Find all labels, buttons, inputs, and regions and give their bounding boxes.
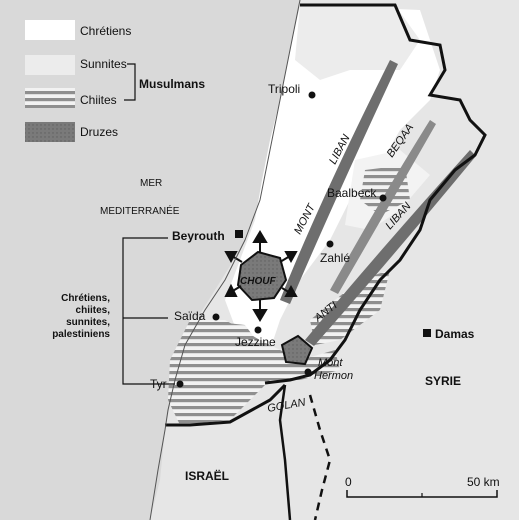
city-label-hermon: Hermon [314, 370, 353, 382]
annotation-line-1: Chrétiens, [61, 293, 110, 304]
legend-swatch-chretiens [25, 20, 75, 40]
city-label-jezzine: Jezzine [235, 335, 276, 349]
ridge-beqaa [330, 120, 436, 294]
region-druzes-hermon [280, 334, 314, 366]
annotation-line-4: palestiniens [52, 329, 110, 340]
region-sunnites-north [295, 5, 420, 80]
border-lebanon-israel [165, 383, 287, 427]
city-marker-saida [212, 313, 220, 321]
coastline [149, 0, 301, 520]
city-marker-baalbeck [379, 194, 387, 202]
legend-chiites-label: Chiites [80, 93, 117, 107]
city-marker-jezzine [254, 326, 262, 334]
label-mer: MER [140, 178, 162, 189]
legend-swatch-chiites [25, 88, 75, 108]
legend-druzes-label: Druzes [80, 125, 118, 139]
city-label-saida: Saïda [174, 309, 206, 323]
scale-zero: 0 [345, 475, 352, 489]
city-label-zahle: Zahlé [320, 251, 350, 265]
annotation-line-2: chiites, [76, 305, 111, 316]
legend-sunnites-label: Sunnites [80, 57, 127, 71]
legend-bracket [124, 63, 136, 101]
border-lebanon-syria [264, 3, 487, 385]
legend: Chrétiens Sunnites Chiites Musulmans Dru… [25, 20, 205, 142]
city-marker-mont-hermon [304, 368, 312, 376]
city-marker-tripoli [308, 91, 316, 99]
border-golan [278, 384, 292, 520]
label-syrie: SYRIE [425, 374, 461, 388]
scale-max: 50 km [467, 475, 500, 489]
legend-musulmans-label: Musulmans [139, 77, 205, 91]
label-mediterranee: MEDITERRANÉE [100, 204, 180, 217]
ridge-mont-liban [280, 60, 398, 304]
city-label-damas: Damas [435, 327, 475, 341]
region-label-chouf: CHOUF [240, 276, 276, 287]
city-marker-zahle [326, 240, 334, 248]
chouf-arrows [224, 230, 298, 322]
legend-swatch-sunnites [25, 55, 75, 75]
ridge-anti-liban [305, 150, 476, 346]
annotation-line-3: sunnites, [66, 317, 110, 328]
scale-bar: 0 50 km [345, 475, 500, 498]
city-label-mont: Mont [318, 357, 343, 369]
region-chiites-coast [200, 320, 260, 360]
legend-chretiens-label: Chrétiens [80, 24, 131, 38]
city-label-beyrouth: Beyrouth [172, 229, 225, 243]
city-label-tripoli: Tripoli [268, 82, 300, 96]
city-label-baalbeck: Baalbeck [327, 186, 377, 200]
city-marker-damas [423, 329, 431, 337]
city-marker-tyr [176, 380, 184, 388]
legend-swatch-druzes [25, 122, 75, 142]
annotation-bracket [122, 237, 175, 385]
label-israel: ISRAËL [185, 468, 229, 483]
city-marker-beyrouth [235, 230, 243, 238]
